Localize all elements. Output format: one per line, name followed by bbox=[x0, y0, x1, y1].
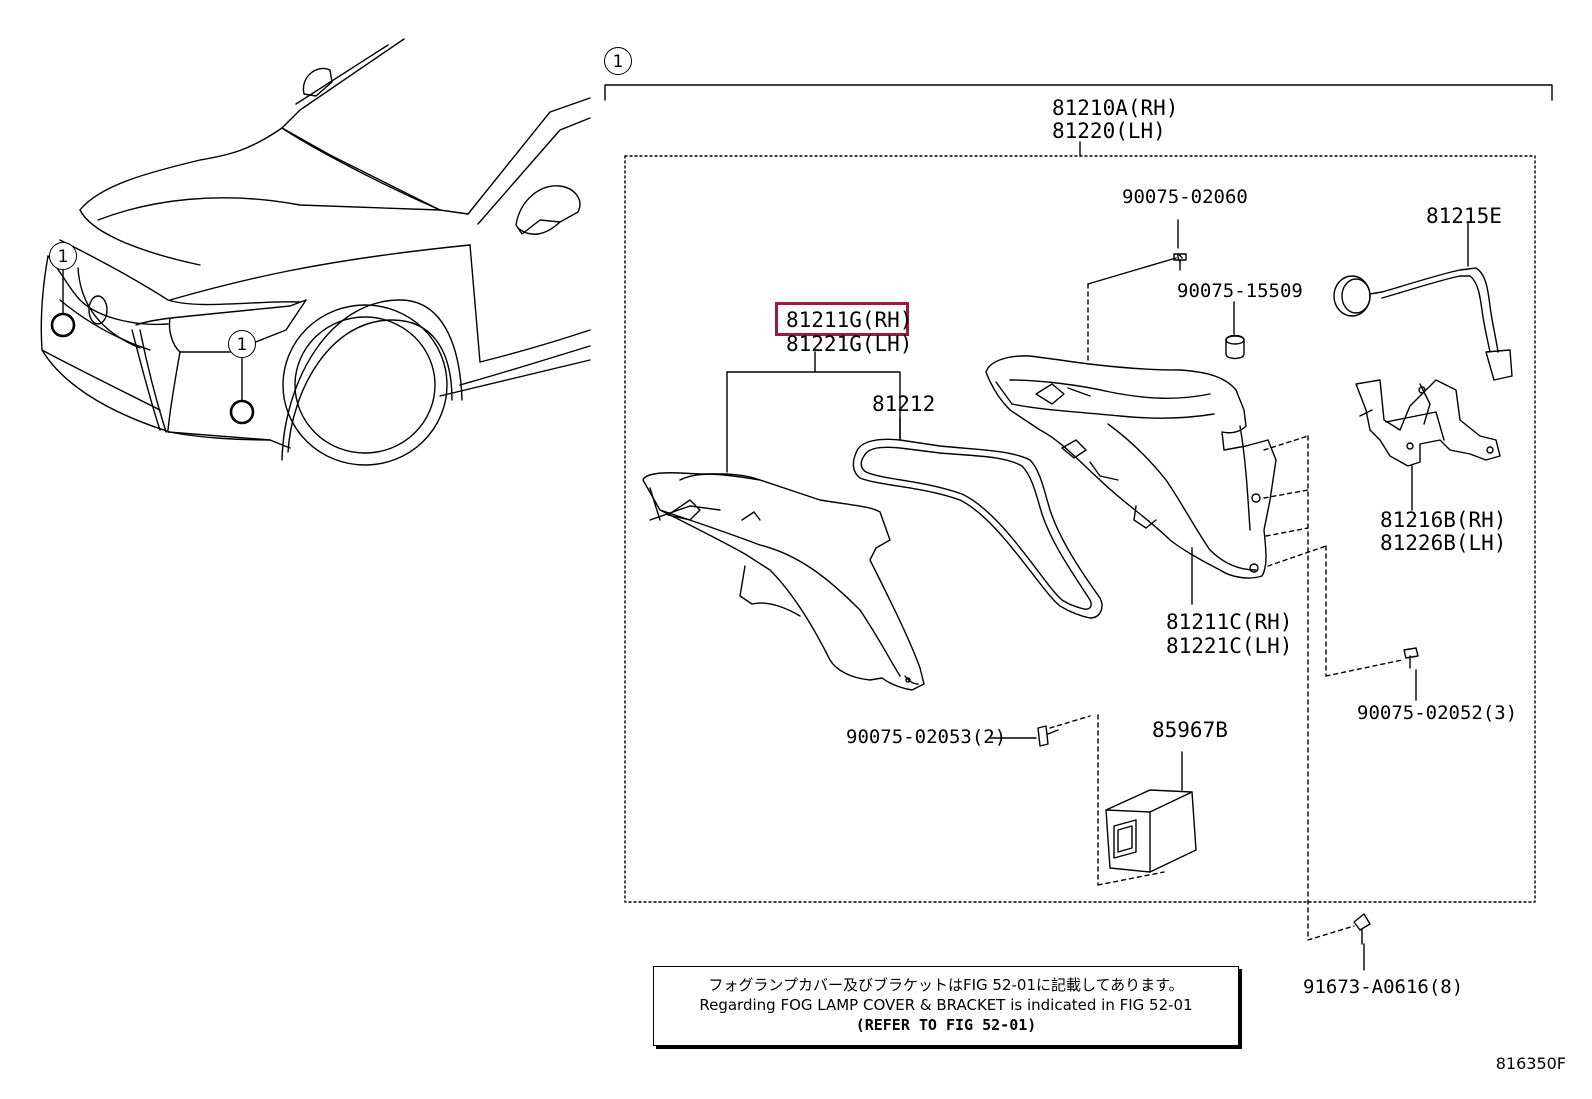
leader-lines bbox=[1049, 435, 1403, 941]
note-japanese: フォグランプカバー及びブラケットはFIG 52-01に記載してあります。 bbox=[708, 976, 1184, 994]
bolt-right-drawing bbox=[1403, 647, 1419, 701]
label-bracket-lh[interactable]: 81226B(LH) bbox=[1380, 531, 1507, 555]
label-assembly-rh[interactable]: 81210A(RH) bbox=[1052, 96, 1179, 120]
label-assembly-lh[interactable]: 81220(LH) bbox=[1052, 119, 1166, 143]
label-nut[interactable]: 90075-15509 bbox=[1177, 280, 1303, 302]
callout-1-left-fog: 1 bbox=[49, 242, 77, 270]
label-bracket-rh[interactable]: 81216B(RH) bbox=[1380, 508, 1507, 532]
assembly-box bbox=[624, 155, 1536, 903]
fog-lamp-housing-drawing bbox=[985, 219, 1277, 605]
callout-1-right-fog: 1 bbox=[228, 330, 256, 358]
label-cover-lh[interactable]: 81221G(LH) bbox=[786, 332, 913, 356]
bracket-drawing bbox=[1355, 379, 1501, 511]
screw-drawing bbox=[1353, 913, 1371, 971]
group-bracket bbox=[604, 84, 1553, 157]
fog-lamp-cover-drawing bbox=[642, 351, 925, 691]
module-drawing bbox=[1105, 751, 1197, 873]
note-reference[interactable]: (REFER TO FIG 52-01) bbox=[855, 1016, 1037, 1034]
label-gasket[interactable]: 81212 bbox=[872, 392, 936, 416]
bolt-left-drawing bbox=[989, 725, 1059, 747]
label-bolt-right[interactable]: 90075-02052(3) bbox=[1357, 702, 1518, 724]
nut-drawing bbox=[1225, 301, 1245, 360]
label-bolt-left[interactable]: 90075-02053(2) bbox=[846, 726, 1007, 748]
label-housing-rh[interactable]: 81211C(RH) bbox=[1166, 610, 1293, 634]
label-bulb-socket[interactable]: 81215E bbox=[1426, 204, 1502, 228]
reference-note: フォグランプカバー及びブラケットはFIG 52-01に記載してあります。 Reg… bbox=[653, 966, 1239, 1046]
label-cover-rh[interactable]: 81211G(RH) bbox=[786, 308, 913, 332]
bulb-socket-drawing bbox=[1333, 221, 1513, 381]
car-illustration bbox=[40, 38, 591, 466]
note-english: Regarding FOG LAMP COVER & BRACKET is in… bbox=[699, 996, 1193, 1014]
figure-number: 816350F bbox=[1495, 1054, 1566, 1073]
highlight-box bbox=[775, 302, 909, 336]
gasket-drawing bbox=[852, 417, 1103, 619]
label-module[interactable]: 85967B bbox=[1152, 718, 1228, 742]
label-screw[interactable]: 91673-A0616(8) bbox=[1303, 976, 1464, 998]
label-bolt-top[interactable]: 90075-02060 bbox=[1122, 186, 1248, 208]
label-housing-lh[interactable]: 81221C(LH) bbox=[1166, 634, 1293, 658]
callout-1-group: 1 bbox=[604, 47, 632, 75]
